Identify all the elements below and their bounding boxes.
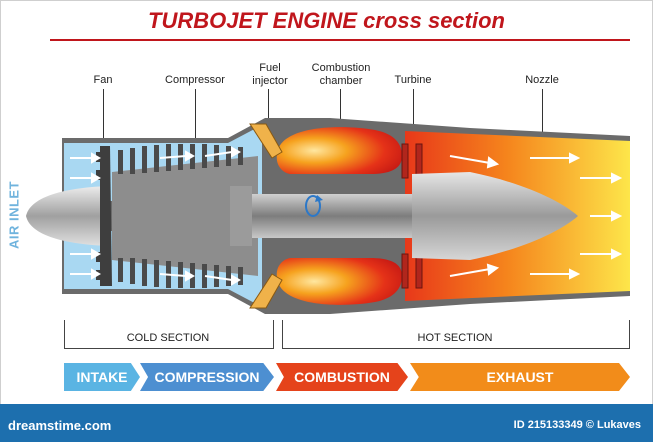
label-compressor: Compressor: [165, 74, 225, 86]
exhaust-arrows: [449, 152, 623, 280]
rotation-indicator-icon: [305, 195, 323, 217]
leader-fuel-injector: [268, 89, 269, 129]
compressor-core: [112, 156, 258, 276]
footer-image-id: ID 215133349 © Lukaves: [513, 419, 641, 431]
stage-intake-label: INTAKE: [76, 369, 128, 385]
hot-section-bracket: [282, 320, 630, 349]
hot-section-label: HOT SECTION: [417, 332, 493, 344]
leader-combustion-chamber: [340, 89, 341, 139]
stage-combustion: COMBUSTION: [276, 363, 408, 391]
cold-section-bracket: [64, 320, 274, 349]
stage-compression: COMPRESSION: [140, 363, 274, 391]
stage-intake: INTAKE: [64, 363, 140, 391]
cold-section-label: COLD SECTION: [126, 332, 210, 344]
leader-fan: [103, 89, 104, 151]
intake-spinner: [26, 186, 108, 246]
stage-exhaust: EXHAUST: [410, 363, 630, 391]
leader-turbine: [413, 89, 414, 147]
fuel-injector-top: [249, 123, 283, 159]
combustion-chamber-top: [276, 127, 402, 174]
label-fan: Fan: [93, 74, 113, 86]
page-title: TURBOJET ENGINE cross section: [148, 8, 505, 33]
tail-cone: [412, 172, 578, 260]
stage-combustion-label: COMBUSTION: [294, 369, 390, 385]
main-shaft: [230, 186, 420, 246]
label-combustion-chamber-2: chamber: [319, 75, 363, 87]
stage-compression-label: COMPRESSION: [154, 369, 260, 385]
stage-exhaust-label: EXHAUST: [486, 369, 554, 385]
title-underline: [50, 39, 630, 41]
label-nozzle: Nozzle: [525, 74, 559, 86]
leader-nozzle: [542, 89, 543, 165]
leader-compressor: [195, 89, 196, 151]
label-combustion-chamber-1: Combustion: [311, 62, 371, 74]
footer-bar: dreamstime.com ID 215133349 © Lukaves: [0, 404, 653, 442]
footer-site-logo[interactable]: dreamstime.com: [8, 418, 112, 433]
fuel-injector-bottom: [249, 273, 283, 309]
combustion-chamber-bottom: [276, 258, 402, 305]
label-fuel-injector-2: injector: [252, 75, 288, 87]
intake-arrows: [70, 146, 242, 286]
label-turbine: Turbine: [394, 74, 432, 86]
label-fuel-injector-1: Fuel: [259, 62, 281, 74]
